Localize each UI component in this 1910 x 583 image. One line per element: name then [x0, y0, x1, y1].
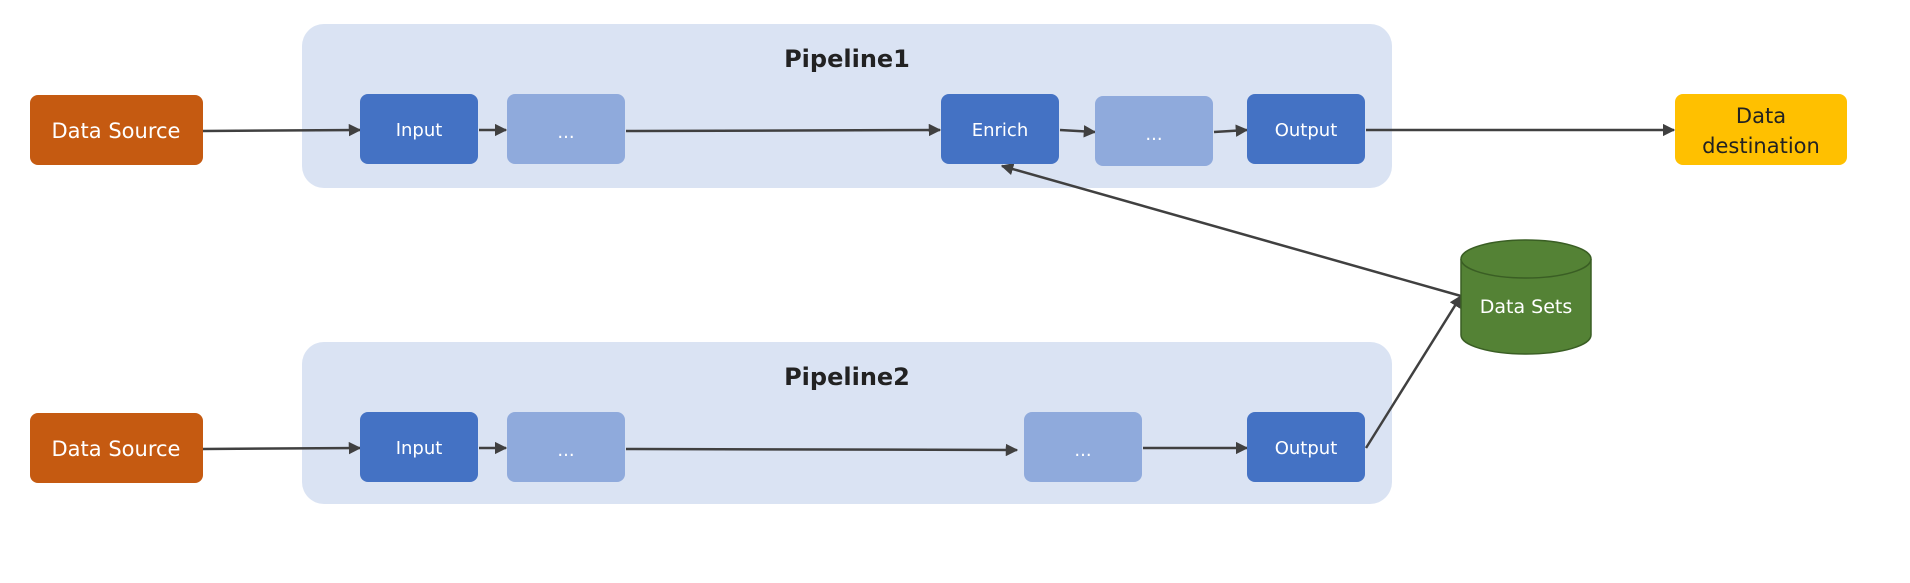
pipeline2-input-node[interactable]: Input — [360, 412, 478, 482]
data-source-1-box — [30, 95, 203, 165]
pipeline1-enrich-node[interactable]: Enrich — [941, 94, 1059, 164]
pipeline1-input-node[interactable]: Input — [360, 94, 478, 164]
pipeline2-stage-placeholder-1-label: ... — [557, 440, 574, 461]
pipeline1-stage-placeholder-1-label: ... — [557, 122, 574, 143]
pipeline1-input-label: Input — [396, 120, 443, 141]
pipeline1-title: Pipeline1 — [784, 45, 910, 73]
arrow-stage1-to-stage2 — [625, 443, 1019, 457]
pipeline1-output-box — [1247, 94, 1365, 164]
pipeline2-title: Pipeline2 — [784, 363, 910, 391]
pipeline1-stage-placeholder-2[interactable]: ... — [1095, 96, 1213, 166]
data-destination[interactable]: Data destination — [1675, 94, 1847, 165]
pipeline1-stage-placeholder-1-box — [507, 94, 625, 164]
data-sets-database[interactable]: Data Sets — [1460, 239, 1592, 355]
data-source-2-label: Data Source — [52, 437, 181, 461]
data-source-2[interactable]: Data Source — [30, 413, 203, 483]
pipeline2-output-label: Output — [1275, 438, 1338, 459]
pipeline2-input-box — [360, 412, 478, 482]
data-source-1[interactable]: Data Source — [30, 95, 203, 165]
data-destination-label-line2: destination — [1702, 134, 1820, 158]
pipeline1-stage-placeholder-1[interactable]: ... — [507, 94, 625, 164]
pipeline1-output-label: Output — [1275, 120, 1338, 141]
arrow-stage1-to-enrich — [625, 123, 942, 137]
data-source-1-label: Data Source — [52, 119, 181, 143]
pipeline2-output-node[interactable]: Output — [1247, 412, 1365, 482]
arrow-source2-to-input2 — [202, 441, 362, 455]
pipeline2-stage-placeholder-2[interactable]: ... — [1024, 412, 1142, 482]
pipeline1-output-node[interactable]: Output — [1247, 94, 1365, 164]
pipeline2-stage-placeholder-2-box — [1024, 412, 1142, 482]
pipeline2-stage-placeholder-1[interactable]: ... — [507, 412, 625, 482]
data-destination-label-line1: Data — [1736, 104, 1786, 128]
pipeline1-stage-placeholder-2-box — [1095, 96, 1213, 166]
data-sets-label: Data Sets — [1480, 296, 1573, 318]
pipeline2-stage-placeholder-1-box — [507, 412, 625, 482]
pipeline1-input-box — [360, 94, 478, 164]
arrow-stage2-to-output1 — [1213, 124, 1249, 137]
pipeline1-enrich-label: Enrich — [972, 120, 1029, 141]
pipeline2-input-label: Input — [396, 438, 443, 459]
data-destination-box — [1675, 94, 1847, 165]
arrow-enrich-to-stage2 — [1059, 125, 1097, 138]
pipeline1-stage-placeholder-2-label: ... — [1145, 124, 1162, 145]
pipeline2-output-box — [1247, 412, 1365, 482]
arrow-source1-to-input1 — [202, 123, 362, 137]
data-sets-cylinder-top — [1460, 239, 1592, 279]
pipeline1-enrich-box — [941, 94, 1059, 164]
data-sets-cylinder-body — [1460, 259, 1592, 355]
arrow-output2-to-datasets — [1364, 294, 1463, 449]
connectors — [202, 123, 1676, 457]
pipeline2-stage-placeholder-2-label: ... — [1074, 440, 1091, 461]
data-source-2-box — [30, 413, 203, 483]
arrow-datasets-to-enrich — [1000, 163, 1462, 298]
